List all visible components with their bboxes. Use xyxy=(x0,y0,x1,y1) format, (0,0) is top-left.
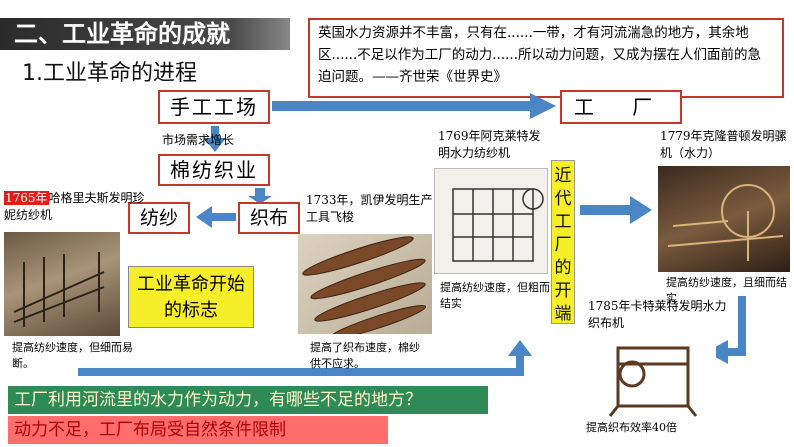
flying-shuttle-photo xyxy=(298,234,432,334)
handicraft-workshop-box: 手工工场 xyxy=(158,90,270,124)
note-1765: 提高纺纱速度，但细而易断。 xyxy=(12,341,133,370)
note-1785: 提高织布效率40倍 xyxy=(586,421,677,434)
weaving-box: 织布 xyxy=(238,202,300,234)
caption-1765-text: 哈格里夫斯发明珍妮纺纱机 xyxy=(4,191,145,222)
answer-bar: 动力不足，工厂布局受自然条件限制 xyxy=(8,416,388,444)
power-loom-photo xyxy=(596,334,716,418)
note-1733: 提高了织布速度，棉纱供不应求。 xyxy=(310,341,420,370)
section-title: 二、工业革命的成就 xyxy=(0,18,290,50)
modern-factory-banner: 近代工厂的开端 xyxy=(551,160,575,324)
arrow-weaving-to-spinning xyxy=(196,206,236,228)
revolution-start-marker: 工业革命开始的标志 xyxy=(128,266,254,328)
caption-1765: 1765年哈格里夫斯发明珍妮纺纱机 xyxy=(4,190,154,224)
caption-1779: 1779年克隆普顿发明骡机（水力） xyxy=(660,129,787,160)
arrow-bottom-feedback xyxy=(78,340,532,376)
question-bar: 工厂利用河流里的水力作为动力，有哪些不足的地方？ xyxy=(8,386,488,414)
subheading: 1.工业革命的进程 xyxy=(22,61,197,86)
spinning-mule-photo xyxy=(658,166,790,272)
arrow-to-1785 xyxy=(706,296,746,364)
caption-1769: 1769年阿克莱特发明水力纺纱机 xyxy=(438,129,541,160)
note-1779: 提高纺纱速度，且细而结实 xyxy=(666,276,787,305)
arrow-to-1779 xyxy=(580,196,652,224)
spinning-jenny-photo xyxy=(4,232,120,336)
spinning-box: 纺纱 xyxy=(128,202,190,234)
note-1769: 提高纺纱速度，但粗而结实 xyxy=(440,281,550,310)
caption-1733: 1733年，凯伊发明生产工具飞梭 xyxy=(306,193,433,224)
factory-box: 工 厂 xyxy=(560,90,682,124)
arrow-cotton-to-weaving xyxy=(248,188,272,204)
arrow-down-to-cotton xyxy=(204,126,226,152)
quote-box: 英国水力资源并不丰富，只有在......一带，才有河流湍急的地方，其余地区...… xyxy=(308,18,784,98)
arrow-handicraft-to-factory xyxy=(272,93,556,119)
water-frame-photo xyxy=(434,168,548,274)
market-demand-label: 市场需求增长 xyxy=(162,133,235,147)
cotton-textile-box: 棉纺织业 xyxy=(158,154,270,186)
year-1765-highlight: 1765年 xyxy=(4,191,49,205)
caption-1785: 1785年卡特莱特发明水力织布机 xyxy=(588,299,727,330)
